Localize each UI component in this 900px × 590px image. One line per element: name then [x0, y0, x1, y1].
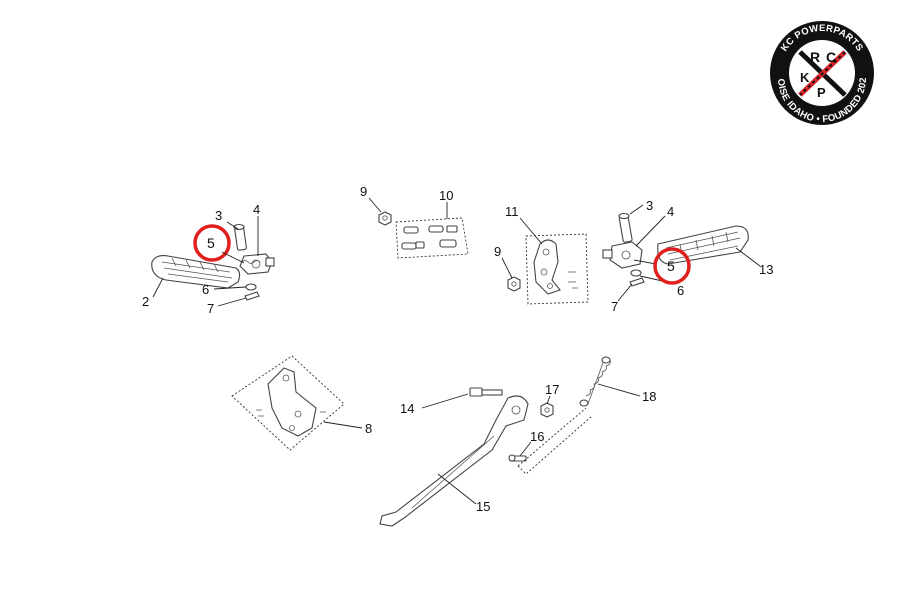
- callout-6-right: 6: [677, 283, 684, 298]
- bracket-right: [602, 241, 643, 269]
- bolts-set: [401, 225, 458, 250]
- callout-14: 14: [400, 401, 414, 416]
- callout-3-right: 3: [646, 198, 653, 213]
- kc-powerparts-logo: KC POWERPARTS BOISE IDAHO • FOUNDED 2022…: [0, 0, 874, 125]
- callout-10: 10: [439, 188, 453, 203]
- right-footpeg-assembly: 11 9 3 4 13: [494, 198, 773, 314]
- logo-letter-p: P: [817, 85, 826, 100]
- logo-letter-k: K: [800, 70, 810, 85]
- callout-3: 3: [215, 208, 222, 223]
- plate-box-8: [231, 355, 345, 451]
- callout-4: 4: [253, 202, 260, 217]
- bracket-left: [239, 253, 275, 275]
- pin-left: [233, 223, 247, 251]
- pivot-bolt-14: [469, 387, 503, 397]
- callout-5-right-highlighted: 5: [667, 258, 675, 274]
- washer-left: [245, 283, 257, 291]
- callout-6: 6: [202, 282, 209, 297]
- callout-17: 17: [545, 382, 559, 397]
- nut-17: [540, 402, 554, 418]
- logo-bottom-text: BOISE IDAHO • FOUNDED 2022: [0, 0, 869, 125]
- callout-18: 18: [642, 389, 656, 404]
- mounting-plate-8: [256, 367, 326, 437]
- washer-right: [630, 269, 642, 277]
- highlight-circle-left: [193, 224, 231, 262]
- callout-13: 13: [759, 262, 773, 277]
- callout-7: 7: [207, 301, 214, 316]
- footpeg-left: [151, 255, 241, 289]
- mounting-plate-group: 8: [231, 355, 372, 451]
- callout-11: 11: [505, 204, 519, 219]
- pin-right: [618, 212, 633, 243]
- spring-guide-lines: [517, 407, 593, 475]
- highlight-circle-right: [653, 247, 691, 285]
- callout-9-right: 9: [494, 244, 501, 259]
- callout-4-right: 4: [667, 204, 674, 219]
- callout-8: 8: [365, 421, 372, 436]
- callout-15: 15: [476, 499, 490, 514]
- nut-9: [378, 211, 392, 226]
- callout-16: 16: [530, 429, 544, 444]
- callout-9-center: 9: [360, 184, 367, 199]
- callout-5-highlighted: 5: [207, 235, 215, 251]
- callout-7-right: 7: [611, 299, 618, 314]
- callout-2: 2: [142, 294, 149, 309]
- svg-text:BOISE IDAHO • FOUNDED 2022: BOISE IDAHO • FOUNDED 2022: [0, 0, 869, 125]
- logo-letter-r: R: [810, 49, 820, 65]
- sidestand-group: 14 15 17 16: [379, 356, 656, 527]
- side-stand-15: [379, 395, 529, 527]
- bracket-box-11: [525, 233, 589, 305]
- hardware-kit-group: 9 10: [360, 184, 469, 259]
- left-footpeg-assembly: 2 3 4 6 7 5: [142, 202, 275, 316]
- nut-9-right: [507, 276, 521, 292]
- cotter-pin-left: [244, 291, 260, 301]
- bolt-kit-box: [395, 217, 469, 259]
- footpeg-bracket-11: [533, 239, 578, 295]
- return-spring-18: [579, 356, 611, 407]
- spring-pin-16: [508, 454, 527, 462]
- cotter-pin-right: [629, 277, 645, 287]
- logo-letter-c: C: [826, 49, 836, 65]
